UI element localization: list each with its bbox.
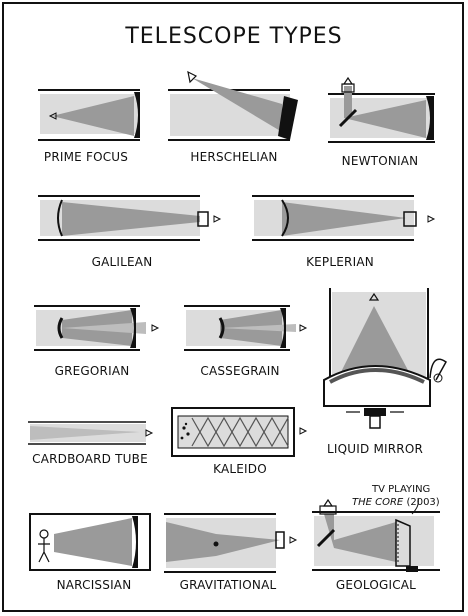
gregorian-diagram [34, 305, 160, 351]
label-prime-focus: PRIME FOCUS [43, 150, 129, 164]
label-geological: GEOLOGICAL [335, 578, 417, 592]
geological-note-year: (2003) [406, 497, 440, 508]
herschelian-diagram [168, 70, 298, 141]
label-herschelian: HERSCHELIAN [190, 150, 278, 164]
narcissian-diagram [29, 513, 151, 571]
label-narcissian: NARCISSIAN [56, 578, 132, 592]
keplerian-diagram [252, 195, 436, 241]
galilean-diagram [38, 195, 222, 241]
gravitational-diagram [164, 513, 298, 573]
label-cassegrain: CASSEGRAIN [200, 364, 280, 378]
newtonian-diagram [328, 76, 435, 143]
geological-note-line2: THE CORE (2003) [352, 497, 440, 508]
geological-note-movie: THE CORE [352, 497, 404, 508]
label-gregorian: GREGORIAN [54, 364, 130, 378]
kaleido-diagram [171, 407, 308, 457]
geological-note-line1: TV PLAYING [372, 484, 431, 495]
prime-focus-diagram [38, 89, 140, 141]
comic-title: TELESCOPE TYPES [125, 24, 343, 49]
label-gravitational: GRAVITATIONAL [179, 578, 277, 592]
label-keplerian: KEPLERIAN [306, 255, 374, 269]
liquid-mirror-diagram [323, 288, 447, 429]
geological-diagram [312, 497, 440, 572]
label-kaleido: KALEIDO [213, 462, 267, 476]
label-newtonian: NEWTONIAN [341, 154, 419, 168]
cardboard-tube-diagram [28, 421, 154, 445]
cassegrain-diagram [184, 305, 308, 351]
label-liquid-mirror: LIQUID MIRROR [327, 442, 423, 456]
label-galilean: GALILEAN [91, 255, 153, 269]
label-cardboard-tube: CARDBOARD TUBE [32, 452, 148, 466]
